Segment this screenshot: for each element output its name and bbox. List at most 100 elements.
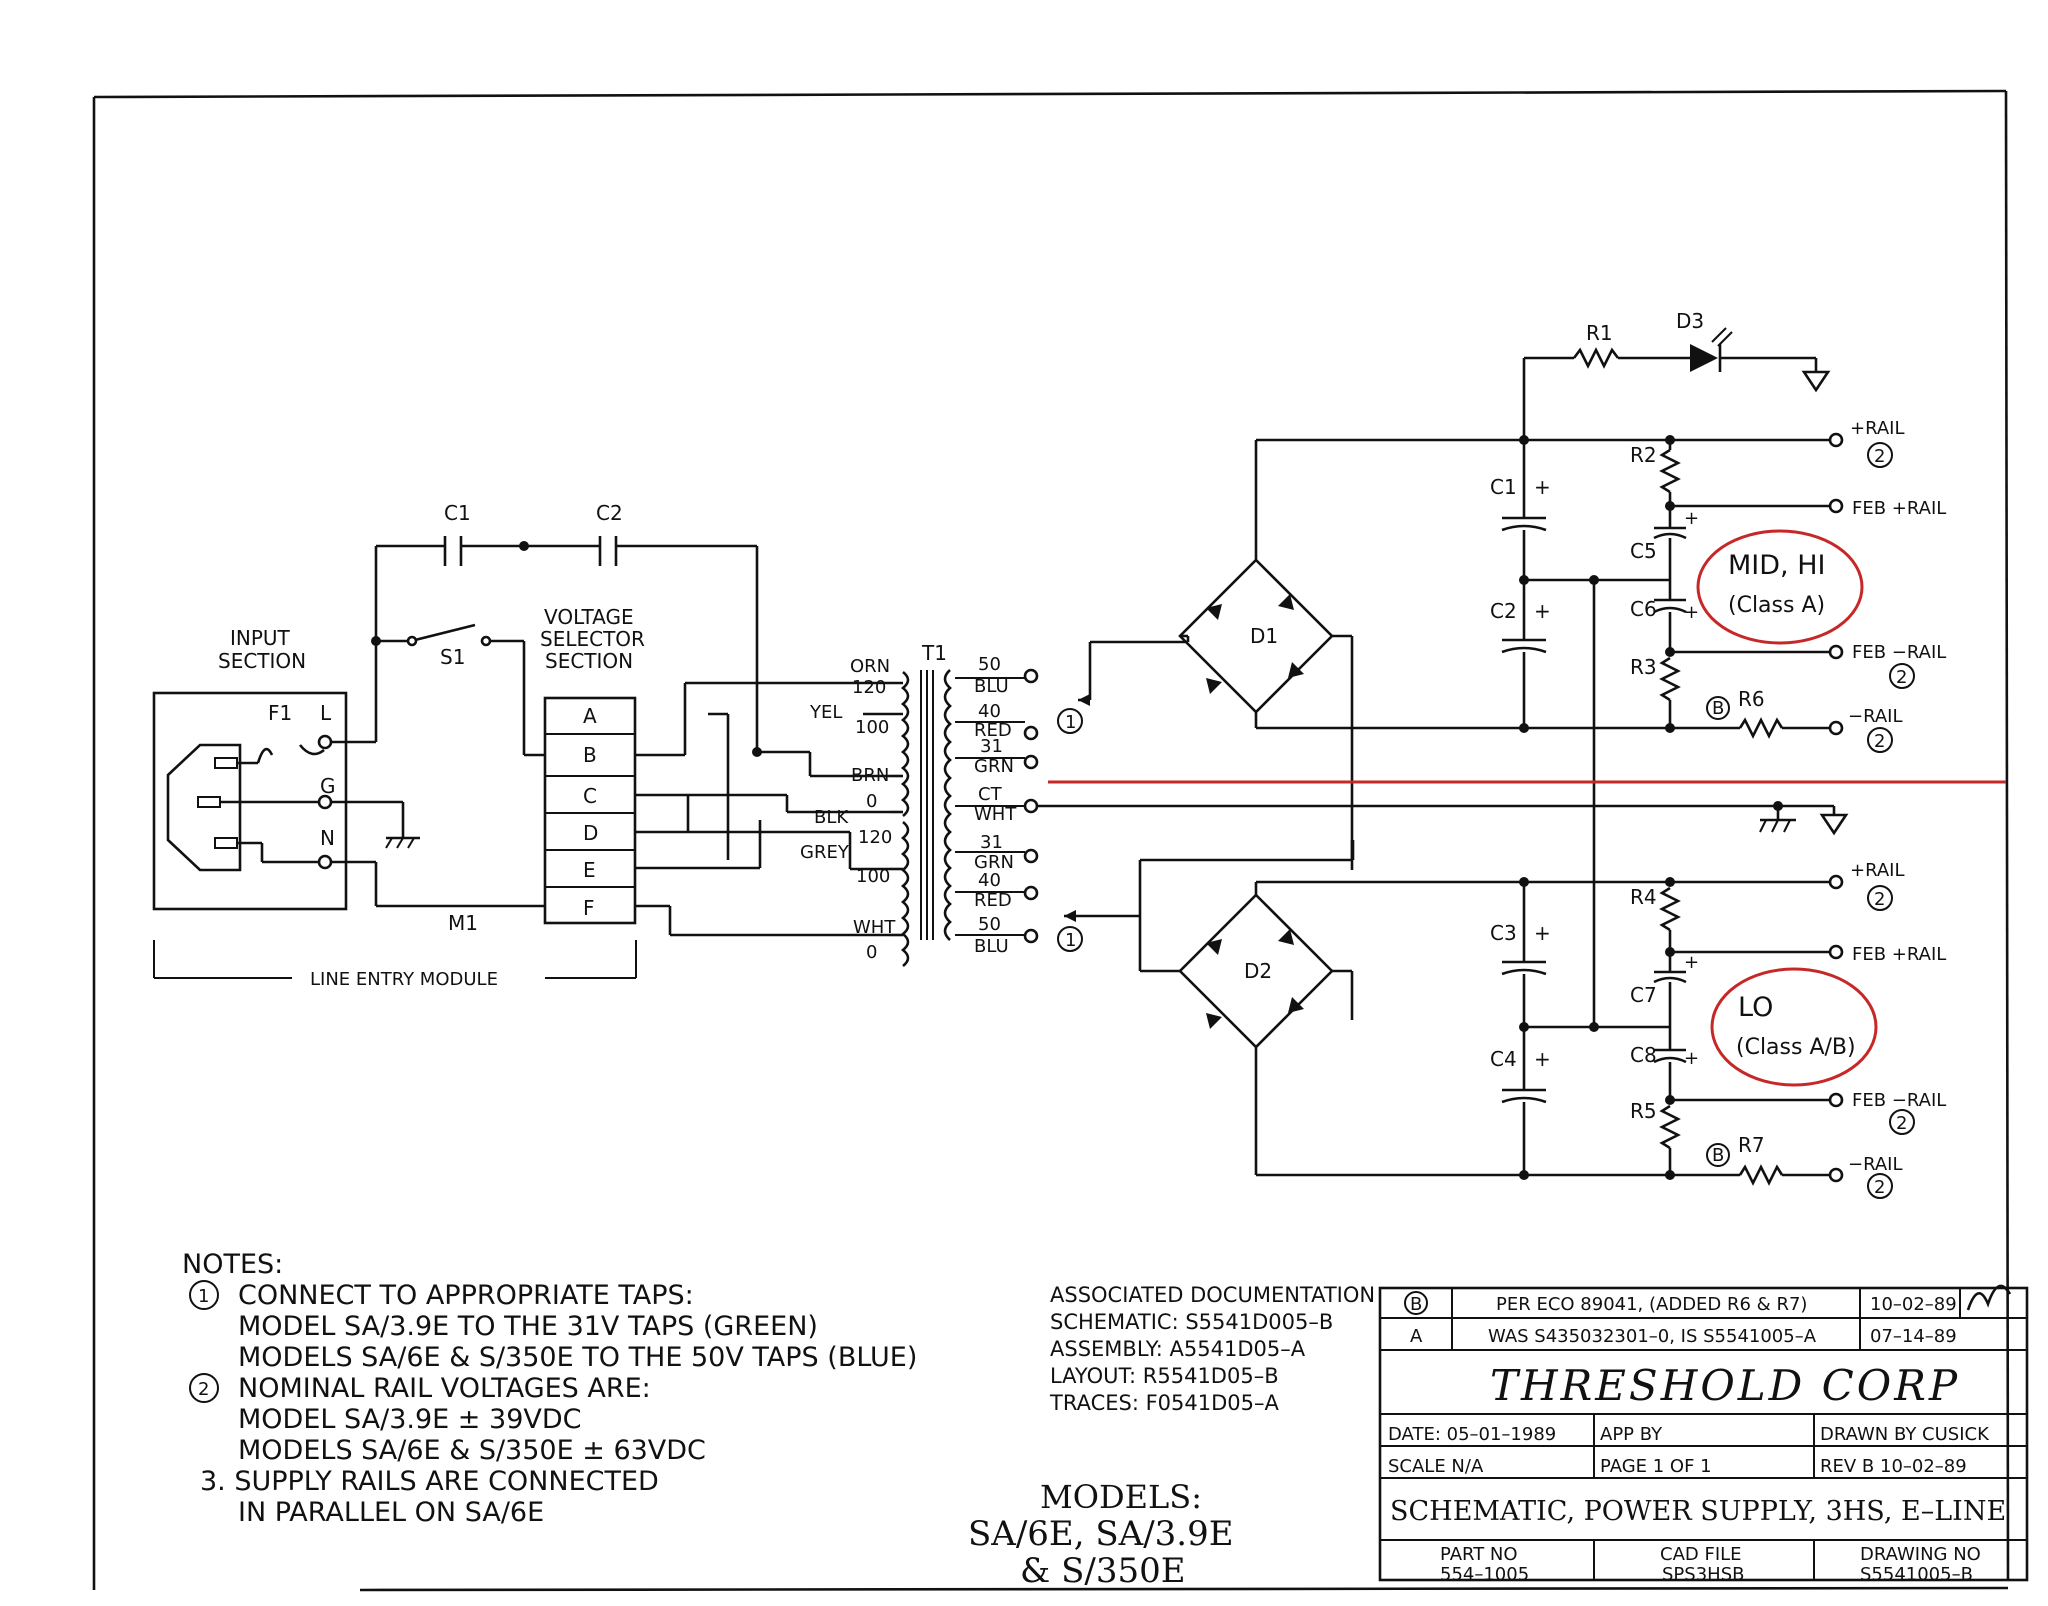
pri-100b: 100 (856, 866, 890, 887)
note2-marker-2-text: 2 (1896, 667, 1907, 688)
terminal-l (317, 734, 333, 750)
docs-schematic: SCHEMATIC: S5541D005–B (1050, 1310, 1333, 1334)
fuse-icon (256, 747, 274, 764)
minus-rail-label-top: −RAIL (1848, 706, 1903, 727)
cap-c5-plus: + (1684, 508, 1699, 529)
docs-assembly: ASSEMBLY: A5541D05–A (1050, 1337, 1306, 1361)
fuse-label: F1 (268, 701, 292, 725)
tap-50b (1023, 928, 1039, 944)
rev-a-date: 07–14–89 (1870, 1326, 1957, 1347)
cap-c6-label: C6 (1630, 597, 1657, 621)
sec-blu-b: BLU (974, 936, 1009, 957)
terminal-n (317, 854, 333, 870)
note2-marker-4 (1867, 885, 1893, 911)
bottom-supply: D2 C3 + C4 + +RAIL 2 (1138, 840, 1946, 1199)
switch-label: S1 (440, 645, 465, 669)
cap-c7-plus: + (1684, 952, 1699, 973)
res-r5 (1659, 1104, 1681, 1150)
vs-tap-a: A (583, 704, 597, 728)
rev-b-desc: PER ECO 89041, (ADDED R6 & R7) (1496, 1294, 1807, 1315)
vs-title-1: VOLTAGE (544, 605, 634, 629)
terminal-feb-plus-bottom (1828, 944, 1844, 960)
cap-top-1-plus: + (1534, 475, 1551, 499)
res-r7 (1738, 1164, 1784, 1186)
res-r1-label: R1 (1586, 321, 1613, 345)
vs-tap-d: D (583, 821, 598, 845)
bridge-d1-label: D1 (1250, 624, 1278, 648)
bridge-d2-label: D2 (1244, 959, 1272, 983)
drawing-title: SCHEMATIC, POWER SUPPLY, 3HS, E–LINE (1390, 1496, 2006, 1527)
rev-b-marker-r7-text: B (1712, 1145, 1724, 1166)
switch-contact-a (406, 635, 418, 647)
note2-number: 2 (198, 1379, 209, 1400)
vs-title-2: SELECTOR (540, 627, 645, 651)
note1-marker-bottom (1057, 926, 1083, 952)
note-1b: MODELS SA/6E & S/350E TO THE 50V TAPS (B… (238, 1342, 917, 1373)
switch-contact-b (480, 635, 492, 647)
note2-marker-1-text: 2 (1874, 446, 1885, 467)
primary-coil-lower (900, 820, 910, 968)
note1-marker-bottom-text: 1 (1065, 930, 1076, 951)
class-ab-title: LO (1738, 992, 1773, 1023)
title-date: DATE: 05–01–1989 (1388, 1424, 1556, 1445)
note2-circle (189, 1373, 219, 1403)
sec-40a: 40 (978, 701, 1001, 722)
cap-c5-label: C5 (1630, 539, 1657, 563)
cap-top-1-label: C1 (1490, 475, 1517, 499)
note2-marker-5-text: 2 (1896, 1113, 1907, 1134)
secondary-coil (943, 669, 952, 941)
rev-b-marker-r7 (1706, 1143, 1730, 1167)
tap-31b (1023, 848, 1039, 864)
title-scale: SCALE N/A (1388, 1456, 1484, 1477)
cap-top-2-plus: + (1534, 599, 1551, 623)
notes-heading: NOTES: (182, 1249, 283, 1280)
cad-file-label: CAD FILE (1660, 1544, 1742, 1565)
sec-wht: WHT (974, 804, 1017, 825)
note2-marker-4-text: 2 (1874, 889, 1885, 910)
note2-marker-2 (1889, 663, 1915, 689)
pri-blk: BLK (814, 807, 849, 828)
notes: NOTES: 1 CONNECT TO APPROPRIATE TAPS: MO… (182, 1249, 917, 1528)
note1-circle (189, 1280, 219, 1310)
vs-tap-f: F (583, 896, 595, 920)
associated-docs: ASSOCIATED DOCUMENTATION SCHEMATIC: S554… (1049, 1283, 1375, 1415)
res-r2 (1659, 448, 1681, 494)
switch-s1-icon (414, 623, 476, 642)
class-a-title: MID, HI (1728, 550, 1825, 581)
cad-file-value: SPS3HSB (1662, 1564, 1744, 1585)
pri-120b: 120 (858, 827, 892, 848)
annotations: MID, HI (Class A) LO (Class A/B) (1048, 529, 2006, 1087)
vs-tap-b: B (583, 743, 597, 767)
pri-120a: 120 (852, 677, 886, 698)
signature-initials (1966, 1284, 2012, 1311)
transformer-label: T1 (921, 641, 947, 665)
terminal-plus-rail-top (1828, 432, 1844, 448)
vs-tap-e: E (583, 858, 596, 882)
cap-c1-label: C1 (444, 501, 471, 525)
sec-grn-b: GRN (974, 852, 1014, 873)
sec-red-b: RED (974, 890, 1012, 911)
note2-marker-6-text: 2 (1874, 1177, 1885, 1198)
cap-c8-plus: + (1684, 1048, 1699, 1069)
pri-yel: YEL (809, 702, 842, 723)
title-block-frame (1378, 1286, 2029, 1582)
models-line-2: & S/350E (1020, 1551, 1186, 1591)
cap-c6-plus: + (1684, 602, 1699, 623)
docs-layout: LAYOUT: R5541D05–B (1050, 1364, 1279, 1388)
cap-bottom-1-label: C3 (1490, 921, 1517, 945)
models-block: MODELS: SA/6E, SA/3.9E & S/350E (968, 1478, 1234, 1591)
terminal-l-label: L (320, 701, 332, 725)
cap-c2-label: C2 (596, 501, 623, 525)
input-section: INPUT SECTION F1 L G N (152, 501, 762, 990)
title-rev: REV B 10–02–89 (1820, 1456, 1967, 1477)
sec-50b: 50 (978, 914, 1001, 935)
input-title-1: INPUT (230, 626, 291, 650)
class-ab-circle (1710, 967, 1878, 1087)
docs-traces: TRACES: F0541D05–A (1049, 1391, 1279, 1415)
terminal-n-label: N (320, 826, 335, 850)
cap-c7-label: C7 (1630, 983, 1657, 1007)
rev-b-marker-r6 (1706, 696, 1730, 720)
rev-b-marker-r6-text: B (1712, 698, 1724, 719)
note2-marker-5 (1889, 1109, 1915, 1135)
note-3: 3. SUPPLY RAILS ARE CONNECTED (200, 1466, 659, 1497)
